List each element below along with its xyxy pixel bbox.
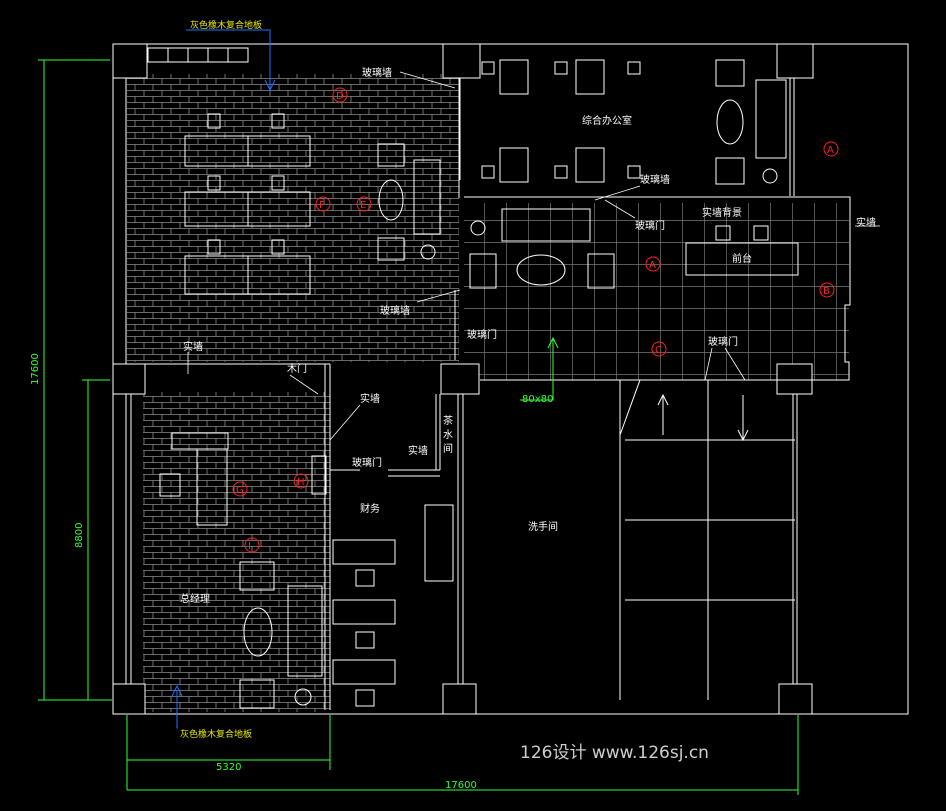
floor-note-top: 灰色橡木复合地板 xyxy=(190,19,262,31)
note-solid-wall-2: 实墙 xyxy=(360,392,380,405)
svg-text:A: A xyxy=(827,145,834,156)
floor-hatching xyxy=(127,74,849,712)
note-glass-wall-2: 玻璃墙 xyxy=(640,173,670,186)
room-washroom: 洗手间 xyxy=(528,520,558,533)
finance-furniture xyxy=(332,504,454,707)
svg-text:G: G xyxy=(236,485,244,496)
dim-bottom-total: 17600 xyxy=(445,780,477,791)
room-tea-2: 水 xyxy=(443,429,453,441)
room-reception: 前台 xyxy=(732,252,752,265)
svg-text:E: E xyxy=(360,200,366,211)
svg-text:H: H xyxy=(297,477,305,488)
reception-wall: 实墙背景 xyxy=(702,206,742,219)
marker-lower-h: H xyxy=(293,473,309,489)
note-solid-wall-4: 实墙 xyxy=(856,216,876,229)
section-markers: A A B C D E F G xyxy=(232,87,839,553)
desk-cluster xyxy=(184,113,441,295)
marker-reception-c: C xyxy=(651,341,667,357)
dim-left-total: 17600 xyxy=(30,353,41,385)
note-glass-wall-3: 玻璃墙 xyxy=(380,304,410,317)
dim-bottom-partial: 5320 xyxy=(216,762,241,773)
labels: 灰色橡木复合地板 灰色橡木复合地板 综合办公室 前台 实墙背景 洗手间 财务 总… xyxy=(30,19,876,791)
note-glass-door-1: 玻璃门 xyxy=(635,219,665,232)
note-tile: 80x80 xyxy=(522,394,553,405)
room-tea-3: 间 xyxy=(443,442,453,455)
room-manager: 总经理 xyxy=(180,592,210,605)
marker-upper-e: E xyxy=(356,196,372,212)
room-office: 综合办公室 xyxy=(582,114,632,127)
manager-furniture xyxy=(159,432,327,709)
leader-lines xyxy=(187,71,880,441)
note-glass-wall-1: 玻璃墙 xyxy=(362,66,392,79)
note-glass-door-2: 玻璃门 xyxy=(467,328,497,341)
tile-leader xyxy=(520,336,559,401)
note-wood-door: 木门 xyxy=(287,362,307,375)
svg-text:A: A xyxy=(649,260,656,271)
note-glass-door-4: 玻璃门 xyxy=(352,456,382,469)
room-finance: 财务 xyxy=(360,502,380,515)
svg-text:D: D xyxy=(336,91,344,102)
marker-lower-g: G xyxy=(232,481,248,497)
marker-lower-i: I xyxy=(244,537,260,553)
marker-office-a: A xyxy=(823,141,839,157)
note-solid-wall-1: 实墙 xyxy=(183,340,203,353)
office-furniture xyxy=(481,59,787,185)
note-glass-door-3: 玻璃门 xyxy=(708,335,738,348)
marker-reception-a: A xyxy=(645,256,661,272)
marker-upper-f: F xyxy=(315,196,331,212)
floor-note-bottom: 灰色橡木复合地板 xyxy=(180,728,252,740)
marker-reception-b: B xyxy=(819,282,835,298)
room-tea-1: 茶 xyxy=(443,414,453,427)
marker-upper-d: D xyxy=(332,87,348,103)
svg-text:C: C xyxy=(655,345,662,356)
dim-left-partial: 8800 xyxy=(74,523,85,548)
note-solid-wall-3: 实墙 xyxy=(408,444,428,457)
reception-furniture xyxy=(469,208,799,289)
walls xyxy=(112,43,909,715)
watermark: 126设计 www.126sj.cn xyxy=(520,743,709,763)
dimension-lines xyxy=(38,59,799,795)
svg-text:I: I xyxy=(248,541,251,552)
svg-text:B: B xyxy=(823,286,830,297)
svg-text:F: F xyxy=(319,200,325,211)
floor-note-leaders xyxy=(171,29,276,729)
